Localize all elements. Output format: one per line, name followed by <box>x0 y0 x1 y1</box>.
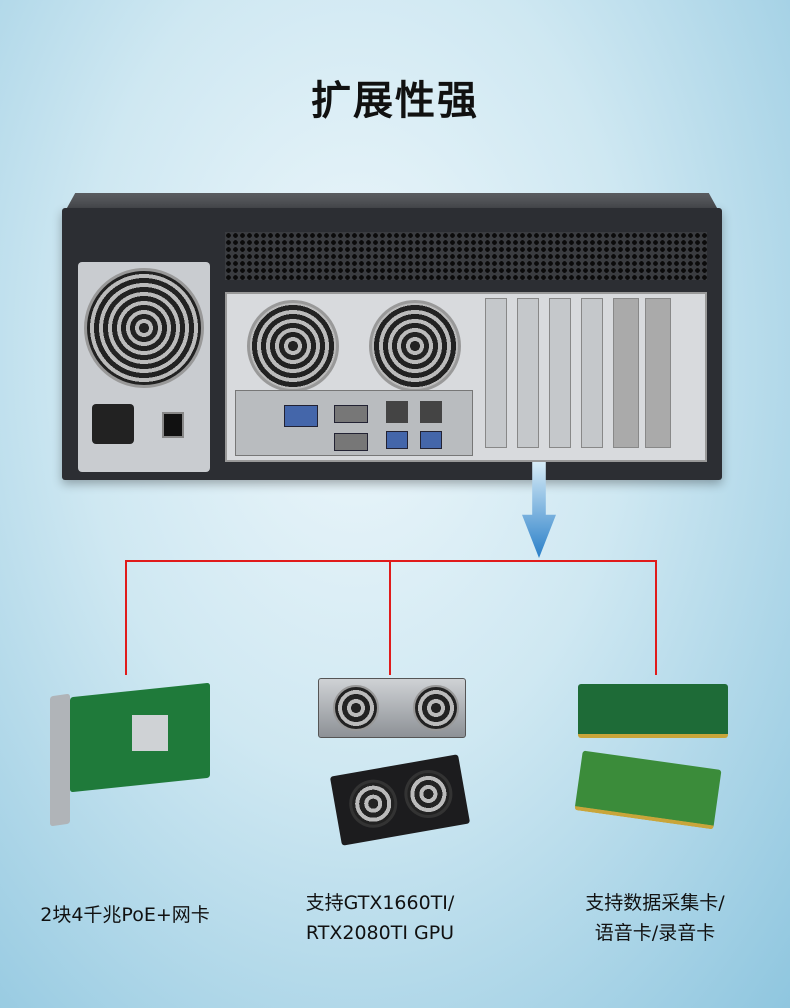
gpu-founders-card <box>318 678 466 738</box>
power-switch[interactable] <box>162 412 184 438</box>
card-bracket <box>50 693 70 827</box>
vent-grille <box>225 232 707 280</box>
item-label-daq: 支持数据采集卡/ 语音卡/录音卡 <box>550 888 760 948</box>
connector-line <box>655 560 657 675</box>
expansion-slot <box>485 298 507 448</box>
label-line: 支持GTX1660TI/ <box>305 892 455 914</box>
com-port <box>334 433 368 451</box>
io-panel <box>225 292 707 462</box>
com-bracket <box>613 298 639 448</box>
heatsink <box>132 715 168 751</box>
fan-icon <box>345 775 402 832</box>
lan-port <box>386 401 408 423</box>
connector-line <box>125 560 127 675</box>
voice-card <box>574 750 722 830</box>
fan-icon <box>413 685 459 731</box>
label-line: 语音卡/录音卡 <box>594 922 716 944</box>
power-socket-icon <box>92 404 134 444</box>
fan-icon <box>333 685 379 731</box>
page-title: 扩展性强 <box>311 78 479 124</box>
usb-port <box>386 431 408 449</box>
fan-icon <box>247 300 339 392</box>
fan-icon <box>400 766 457 822</box>
expansion-slot <box>517 298 539 448</box>
fan-icon <box>369 300 461 392</box>
power-supply <box>78 262 210 472</box>
label-line: 支持数据采集卡/ <box>585 892 725 914</box>
gpu-partner-card <box>329 754 471 846</box>
lan-port <box>420 401 442 423</box>
expansion-slot <box>581 298 603 448</box>
com-port <box>334 405 368 423</box>
label-line: RTX2080TI GPU <box>305 922 455 944</box>
label-line: 2块4千兆PoE+网卡 <box>40 904 210 926</box>
item-label-gpu: 支持GTX1660TI/ RTX2080TI GPU <box>270 888 490 948</box>
item-label-poe: 2块4千兆PoE+网卡 <box>10 900 240 930</box>
usb-port <box>420 431 442 449</box>
acquisition-card <box>578 684 728 738</box>
motherboard-io <box>235 390 473 456</box>
com-bracket <box>645 298 671 448</box>
vga-port <box>284 405 318 427</box>
connector-line <box>389 560 391 675</box>
psu-fan-icon <box>84 268 204 388</box>
connector-line <box>125 560 657 562</box>
expansion-slot <box>549 298 571 448</box>
